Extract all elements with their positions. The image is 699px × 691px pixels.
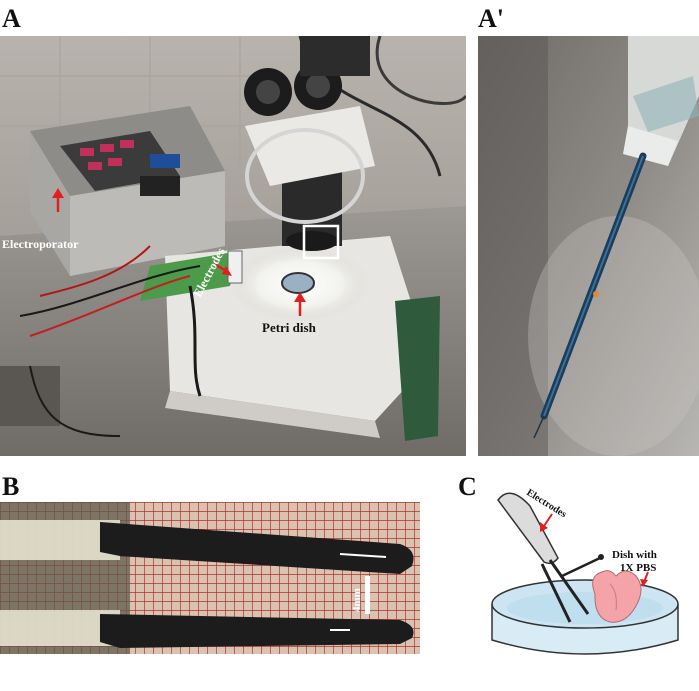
- label-dish-line1: Dish with: [612, 549, 657, 561]
- panel-letter-c: C: [458, 472, 477, 501]
- panel-b-photo: 4mm: [0, 502, 420, 654]
- panel-letter-b: B: [2, 472, 20, 501]
- panel-a-illustration: Electroporator Electrodes Petri dish: [0, 36, 466, 456]
- scale-bar-label: 4mm: [351, 588, 363, 612]
- panel-a-photo: Electroporator Electrodes Petri dish: [0, 36, 466, 456]
- panel-c-illustration: Electrodes Dish with 1X PBS: [491, 487, 679, 655]
- panel-letter-a: A: [2, 4, 21, 33]
- panel-b-illustration: 4mm: [0, 502, 420, 654]
- panel-c-schematic: Electrodes Dish with 1X PBS: [470, 476, 699, 658]
- label-dish-line2: 1X PBS: [620, 562, 656, 574]
- panel-letter-a-prime: A': [478, 4, 504, 33]
- panel-a-prime-illustration: [478, 36, 699, 456]
- panel-a-prime-photo: [478, 36, 699, 456]
- zoom-box: [302, 224, 340, 260]
- label-electroporator: Electroporator: [2, 237, 79, 251]
- label-petri-dish: Petri dish: [262, 320, 317, 335]
